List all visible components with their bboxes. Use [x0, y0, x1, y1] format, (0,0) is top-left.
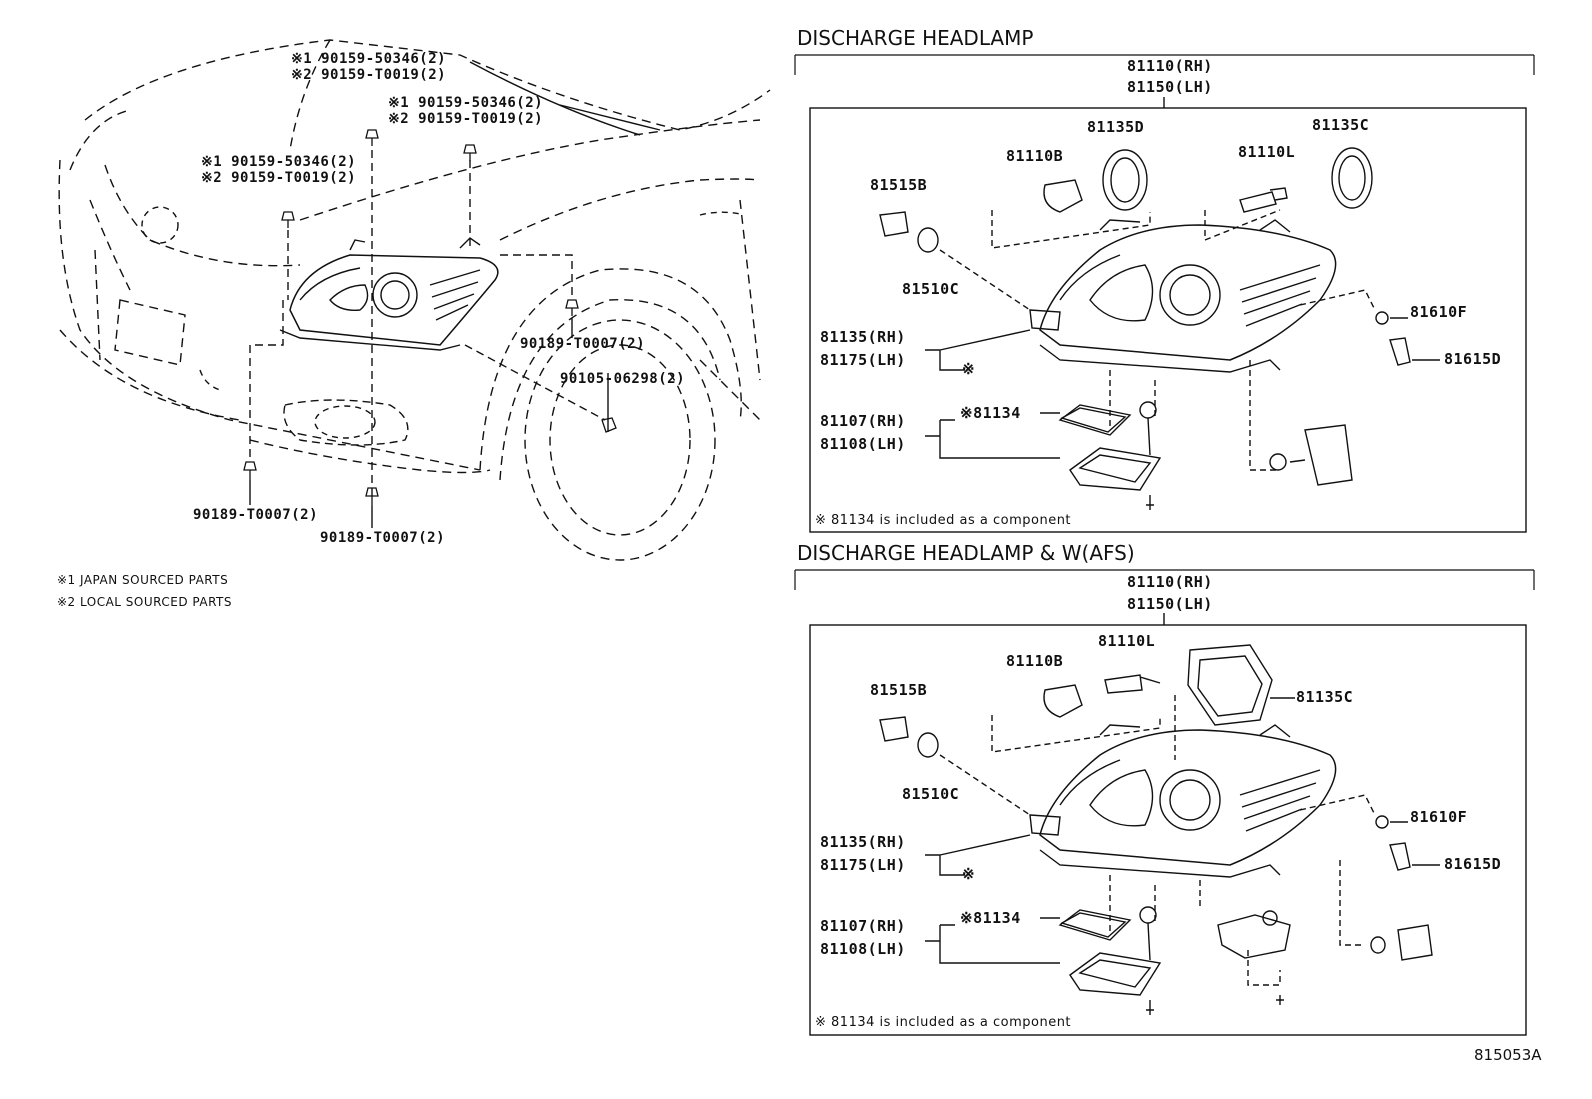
s2-part-81110B: 81110B [1006, 652, 1064, 670]
s1-part-81135D: 81135D [1087, 118, 1145, 136]
clip-label-a: ※1 90159-50346(2) ※2 90159-T0019(2) [291, 52, 446, 82]
s1-component-note: ※ 81134 is included as a component [815, 513, 1072, 528]
s1-assy-lh: 81150(LH) [1127, 78, 1213, 96]
s1-ballast-lh: 81108(LH) [820, 435, 906, 453]
s2-part-81110L: 81110L [1098, 632, 1156, 650]
legend-local-sourced: ※2 LOCAL SOURCED PARTS [57, 595, 232, 609]
section-1-artwork [794, 54, 1535, 533]
clip-label-bottom-center: 90189-T0007(2) [320, 530, 446, 546]
screw-label: 90105-06298(2) [560, 371, 686, 387]
s2-ballast-lh: 81108(LH) [820, 940, 906, 958]
s2-part-81615D: 81615D [1444, 855, 1502, 873]
car-front-illustration [58, 39, 771, 561]
clip-label-b: ※1 90159-50346(2) ※2 90159-T0019(2) [388, 96, 543, 126]
section-2-artwork [794, 569, 1535, 1036]
clip-label-right: 90189-T0007(2) [520, 336, 646, 352]
s2-part-81134: ※81134 [960, 909, 1021, 927]
clip-label-a-line2: ※2 90159-T0019(2) [291, 67, 447, 83]
s1-part-81110B: 81110B [1006, 147, 1064, 165]
s1-unit-rh: 81135(RH) [820, 328, 906, 346]
s2-part-81510C: 81510C [902, 785, 960, 803]
s2-part-81610F: 81610F [1410, 808, 1468, 826]
s1-part-81134: ※81134 [960, 404, 1021, 422]
s2-component-note: ※ 81134 is included as a component [815, 1015, 1072, 1030]
s2-assy-rh: 81110(RH) [1127, 573, 1213, 591]
s1-part-81610F: 81610F [1410, 303, 1468, 321]
clip-label-c-line2: ※2 90159-T0019(2) [201, 170, 357, 186]
s1-unit-mark: ※ [962, 360, 976, 378]
clip-label-c: ※1 90159-50346(2) ※2 90159-T0019(2) [201, 155, 356, 185]
clip-label-a-line1: ※1 90159-50346(2) [291, 51, 447, 67]
s1-unit-lh: 81175(LH) [820, 351, 906, 369]
s1-part-81615D: 81615D [1444, 350, 1502, 368]
figure-code: 815053A [1474, 1046, 1542, 1064]
s1-ballast-rh: 81107(RH) [820, 412, 906, 430]
s1-part-81110L: 81110L [1238, 143, 1296, 161]
legend-japan-sourced: ※1 JAPAN SOURCED PARTS [57, 573, 229, 587]
s1-part-81135C: 81135C [1312, 116, 1370, 134]
s2-assy-lh: 81150(LH) [1127, 595, 1213, 613]
clip-label-b-line1: ※1 90159-50346(2) [388, 95, 544, 111]
s2-part-81515B: 81515B [870, 681, 928, 699]
s1-part-81515B: 81515B [870, 176, 928, 194]
s2-part-81135C: 81135C [1296, 688, 1354, 706]
clip-label-c-line1: ※1 90159-50346(2) [201, 154, 357, 170]
s2-unit-lh: 81175(LH) [820, 856, 906, 874]
s2-unit-mark: ※ [962, 865, 976, 883]
section-1-title: DISCHARGE HEADLAMP [797, 26, 1034, 50]
clip-label-b-line2: ※2 90159-T0019(2) [388, 111, 544, 127]
s2-ballast-rh: 81107(RH) [820, 917, 906, 935]
s1-part-81510C: 81510C [902, 280, 960, 298]
section-2-title: DISCHARGE HEADLAMP & W(AFS) [797, 541, 1135, 565]
clip-label-bottom-left: 90189-T0007(2) [193, 507, 319, 523]
s1-assy-rh: 81110(RH) [1127, 57, 1213, 75]
s2-unit-rh: 81135(RH) [820, 833, 906, 851]
